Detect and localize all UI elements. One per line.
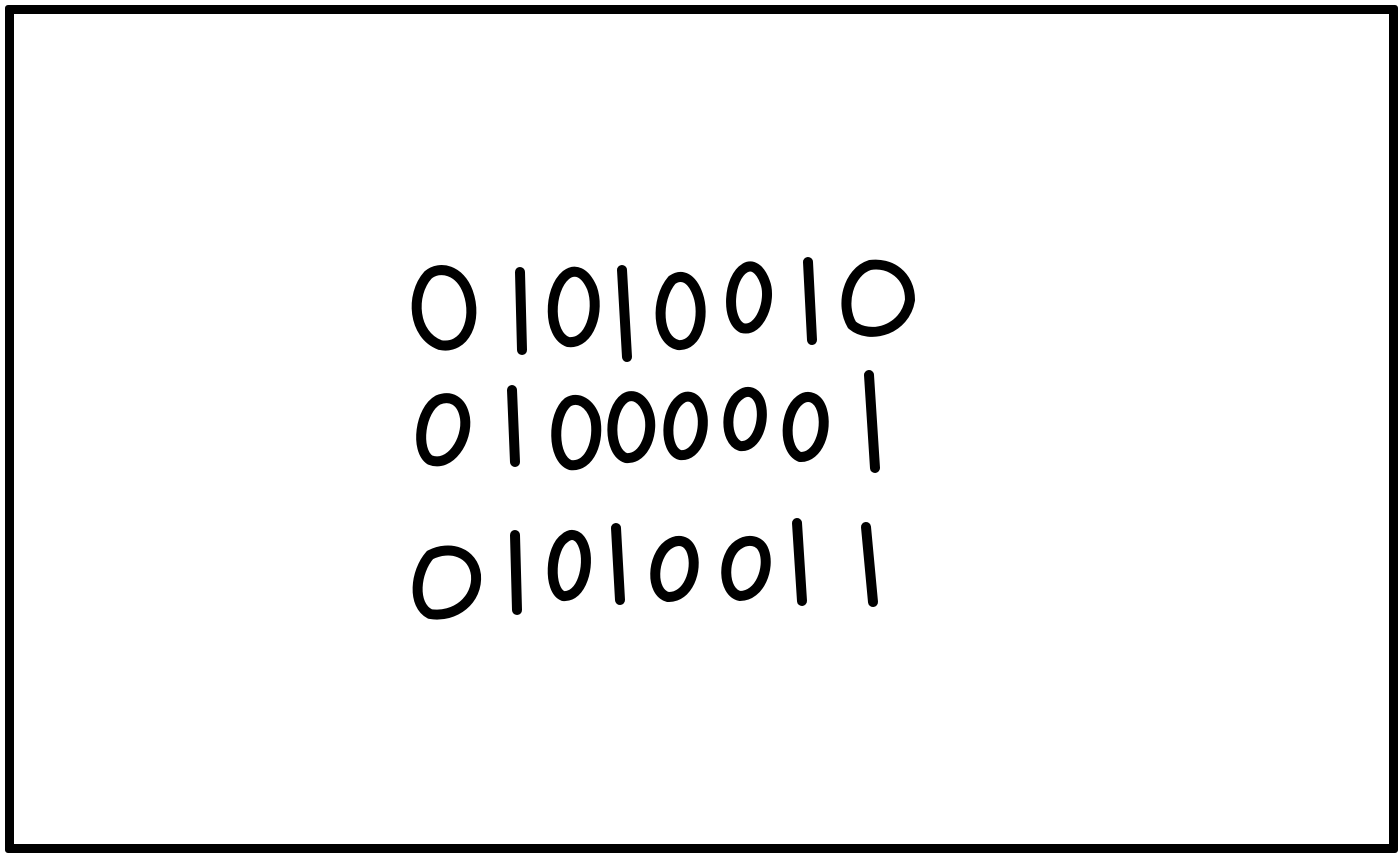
binary-row-1 <box>411 257 915 362</box>
digit-0 <box>547 530 591 601</box>
digit-0 <box>723 386 767 451</box>
binary-row-3 <box>412 518 878 620</box>
digit-0 <box>721 535 771 601</box>
digit-1 <box>611 523 625 605</box>
digit-1 <box>617 265 632 362</box>
digit-1 <box>515 267 527 355</box>
digit-0 <box>607 391 656 463</box>
digit-0 <box>547 266 600 348</box>
digit-0 <box>663 391 708 460</box>
digit-0 <box>655 272 706 350</box>
digit-1 <box>510 530 522 615</box>
digit-0 <box>782 392 829 462</box>
binary-row-2 <box>416 370 880 473</box>
digit-1 <box>803 257 817 345</box>
digit-1 <box>507 385 520 467</box>
digit-1 <box>861 522 878 607</box>
digit-0 <box>841 259 915 337</box>
digit-1 <box>864 370 880 473</box>
digit-0 <box>416 393 471 467</box>
digit-0 <box>650 536 699 602</box>
digit-0 <box>726 261 772 334</box>
digit-0 <box>411 265 477 351</box>
digit-0 <box>551 394 602 471</box>
digit-1 <box>792 518 807 606</box>
digit-0 <box>412 545 482 620</box>
